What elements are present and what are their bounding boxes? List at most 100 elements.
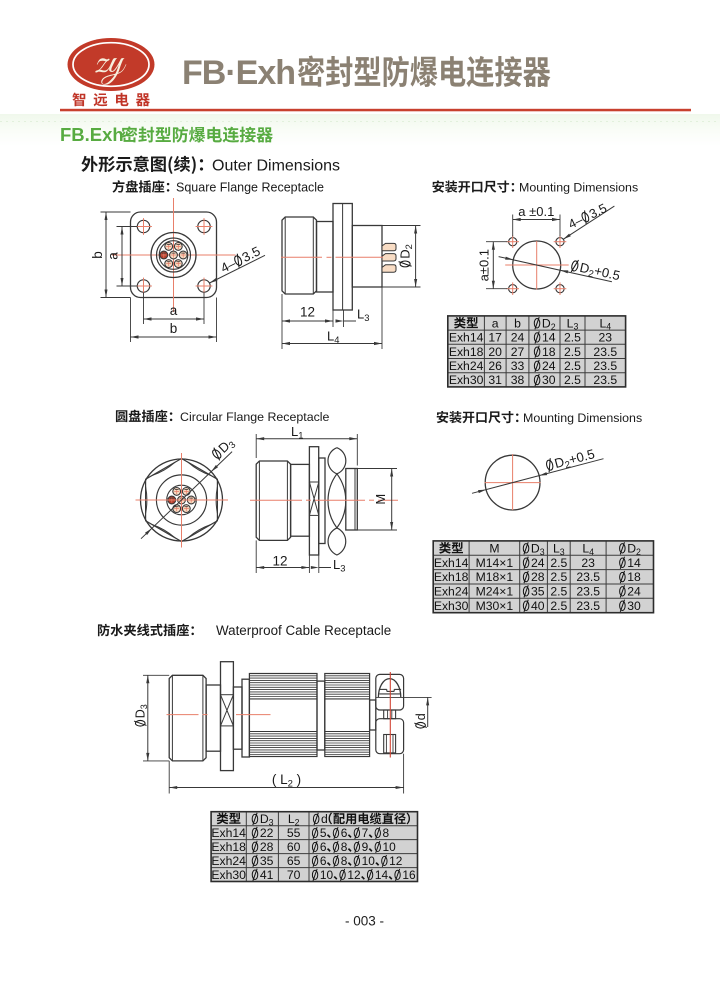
svg-text:26: 26 [488, 359, 502, 373]
svg-text:7: 7 [362, 826, 369, 840]
svg-text:D: D [542, 316, 551, 330]
svg-text:M: M [373, 494, 388, 505]
svg-text:3: 3 [269, 818, 274, 828]
svg-text:23.5: 23.5 [576, 570, 600, 584]
svg-text:12: 12 [347, 868, 361, 882]
svg-text:6: 6 [320, 854, 327, 868]
svg-text:2.5: 2.5 [564, 331, 581, 345]
svg-text:4–: 4– [218, 255, 238, 275]
svg-text:60: 60 [287, 840, 301, 854]
svg-text:23.5: 23.5 [593, 373, 617, 387]
svg-text:2.5: 2.5 [564, 359, 581, 373]
svg-text:D: D [627, 542, 636, 556]
svg-text:12: 12 [300, 305, 315, 320]
svg-text:9: 9 [362, 840, 369, 854]
svg-text:L3: L3 [333, 557, 345, 574]
svg-text:Exh14: Exh14 [449, 331, 484, 345]
svg-text:3.5: 3.5 [240, 243, 263, 265]
svg-text:12: 12 [389, 854, 403, 868]
svg-text:b: b [170, 321, 178, 336]
svg-text:28: 28 [531, 570, 545, 584]
svg-text:2.5: 2.5 [564, 345, 581, 359]
svg-text:Exh30: Exh30 [211, 868, 246, 882]
svg-text:23.5: 23.5 [593, 345, 617, 359]
svg-text:Exh18: Exh18 [449, 345, 484, 359]
svg-text:2: 2 [551, 322, 556, 332]
svg-text:55: 55 [287, 826, 301, 840]
svg-text:Square Flange Receptacle: Square Flange Receptacle [176, 181, 324, 195]
svg-text:24: 24 [531, 556, 545, 570]
svg-text:FB·Exh: FB·Exh [182, 54, 295, 92]
svg-text:2: 2 [564, 459, 572, 471]
svg-text:D: D [578, 260, 591, 277]
svg-text:10: 10 [362, 854, 376, 868]
svg-text:Exh24: Exh24 [211, 854, 246, 868]
svg-text:6: 6 [320, 840, 327, 854]
svg-text:Mounting Dimensions: Mounting Dimensions [523, 411, 642, 425]
svg-text:Waterproof Cable Receptacle: Waterproof Cable Receptacle [216, 623, 391, 638]
svg-text:24: 24 [542, 359, 556, 373]
svg-text:Exh18: Exh18 [434, 570, 469, 584]
svg-text:L3: L3 [567, 316, 579, 331]
svg-text:+0.5: +0.5 [593, 263, 622, 283]
svg-text:14: 14 [542, 331, 556, 345]
svg-text:a±0.1: a±0.1 [477, 249, 492, 281]
svg-text:M: M [489, 542, 499, 556]
svg-text:2.5: 2.5 [550, 556, 567, 570]
svg-text:Circular Flange Receptacle: Circular Flange Receptacle [180, 410, 330, 424]
svg-text:L1: L1 [291, 424, 303, 441]
svg-text:16: 16 [402, 868, 416, 882]
svg-text:2.5: 2.5 [550, 585, 567, 599]
svg-text:35: 35 [531, 585, 545, 599]
svg-text:30: 30 [542, 373, 556, 387]
svg-text:2: 2 [636, 547, 641, 557]
svg-text:2.5: 2.5 [550, 570, 567, 584]
svg-text:Exh14: Exh14 [211, 826, 246, 840]
svg-text:D: D [398, 249, 413, 258]
svg-text:8: 8 [341, 854, 348, 868]
svg-text:2: 2 [404, 244, 414, 249]
svg-text:27: 27 [511, 345, 525, 359]
svg-text:2.5: 2.5 [550, 599, 567, 613]
svg-text:L3: L3 [553, 542, 565, 557]
svg-text:M18×1: M18×1 [476, 570, 514, 584]
svg-text:+0.5: +0.5 [567, 446, 596, 467]
svg-text:2: 2 [587, 268, 595, 280]
svg-text:L4: L4 [327, 329, 339, 346]
svg-text:4–: 4– [566, 212, 586, 232]
svg-text:2.5: 2.5 [564, 373, 581, 387]
svg-text:a: a [492, 316, 499, 330]
svg-text:24: 24 [627, 585, 641, 599]
svg-text:Outer Dimensions: Outer Dimensions [212, 158, 340, 175]
svg-text:D: D [553, 454, 566, 471]
svg-text:23: 23 [599, 331, 613, 345]
svg-text:3: 3 [139, 704, 149, 709]
svg-text:Exh24: Exh24 [434, 585, 469, 599]
svg-text:( L2 ): ( L2 ) [272, 772, 301, 789]
svg-text:8: 8 [341, 840, 348, 854]
svg-text:30: 30 [627, 599, 641, 613]
svg-text:38: 38 [511, 373, 525, 387]
svg-text:14: 14 [375, 868, 389, 882]
svg-text:23.5: 23.5 [593, 359, 617, 373]
svg-text:L4: L4 [582, 542, 594, 557]
svg-text:D: D [531, 542, 540, 556]
svg-text:18: 18 [627, 570, 641, 584]
svg-text:23.5: 23.5 [576, 599, 600, 613]
svg-text:d: d [414, 713, 428, 720]
svg-text:31: 31 [488, 373, 502, 387]
svg-text:Exh24: Exh24 [449, 359, 484, 373]
svg-text:D: D [134, 709, 148, 718]
svg-text:20: 20 [488, 345, 502, 359]
svg-text:Exh18: Exh18 [211, 840, 246, 854]
svg-text:Mounting Dimensions: Mounting Dimensions [519, 181, 638, 195]
svg-text:- 003 -: - 003 - [345, 914, 384, 929]
svg-text:65: 65 [287, 854, 301, 868]
svg-text:Exh14: Exh14 [434, 556, 469, 570]
svg-text:L4: L4 [599, 316, 611, 331]
svg-text:35: 35 [260, 854, 274, 868]
svg-text:a ±0.1: a ±0.1 [518, 204, 554, 219]
svg-text:D: D [260, 812, 269, 826]
svg-text:d: d [321, 812, 328, 826]
svg-text:3.5: 3.5 [587, 200, 610, 221]
